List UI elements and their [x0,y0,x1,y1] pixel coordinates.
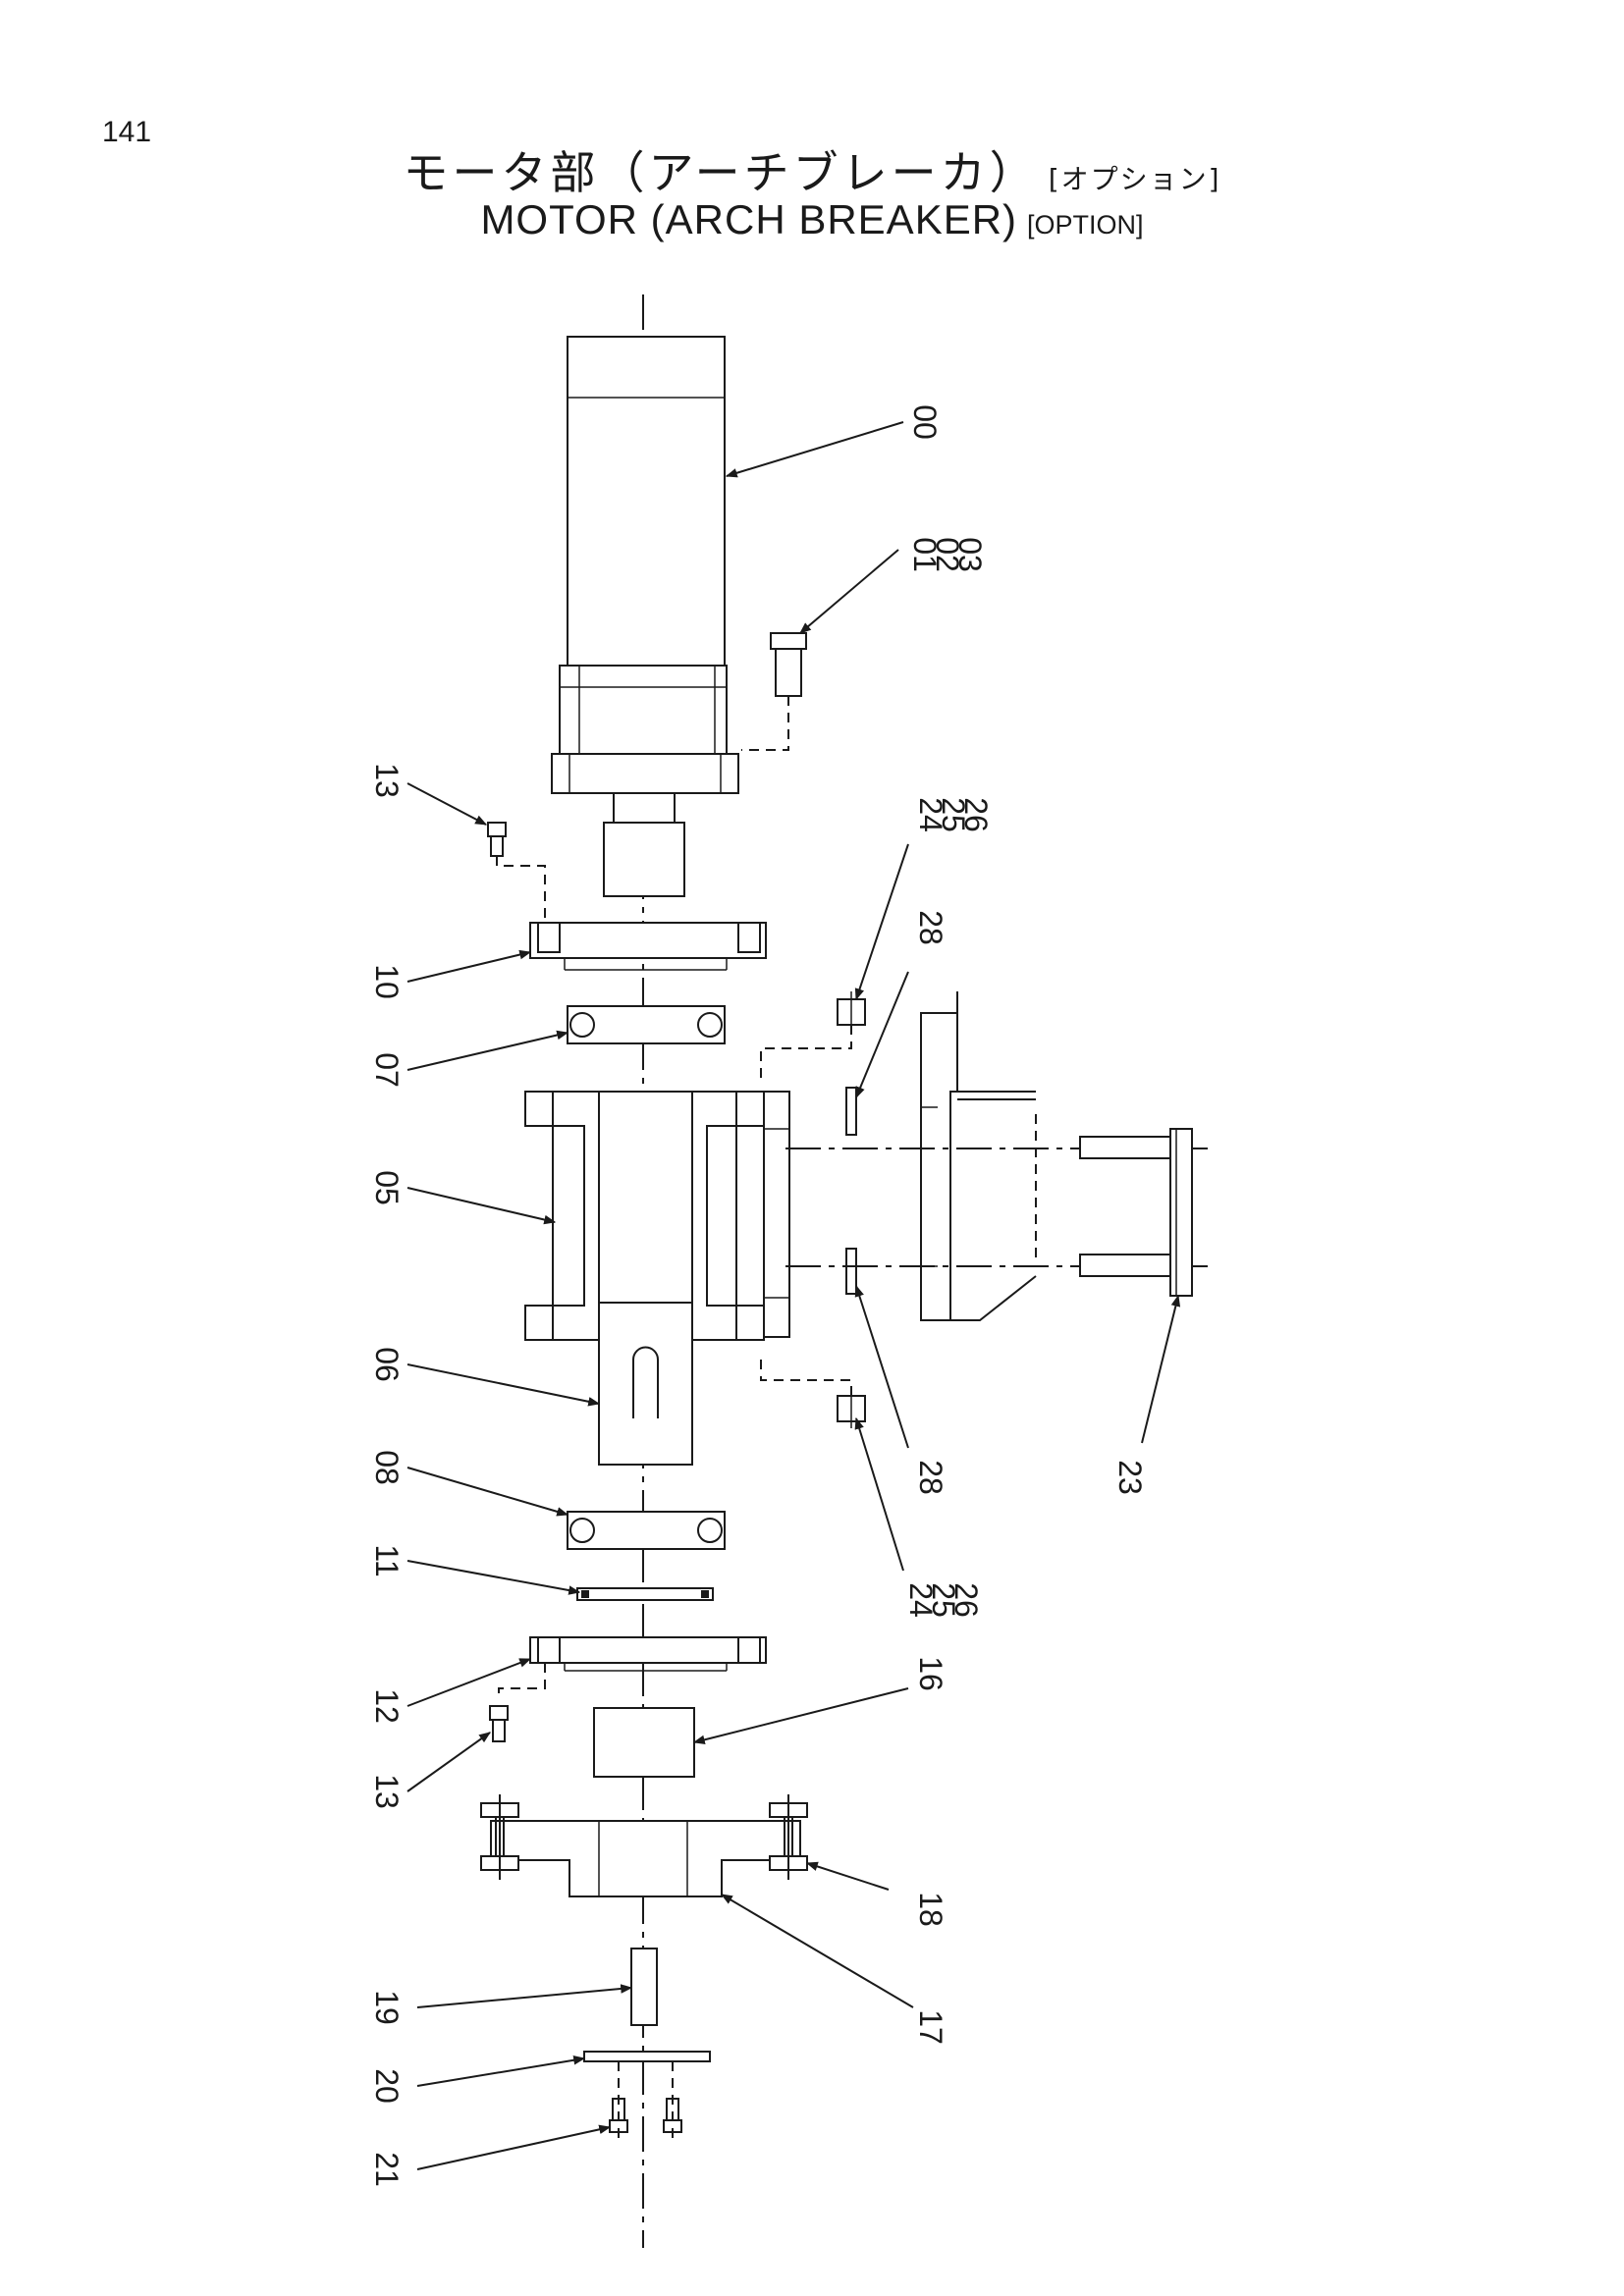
part-label-03: 03 [952,537,988,572]
part-label-20: 20 [369,2068,405,2104]
part-18-fasteners [480,1794,808,1880]
part-label-23: 23 [1112,1460,1148,1495]
part-24-25-26-nut-upper [760,991,866,1078]
part-label-01: 01 [907,537,943,572]
part-label-28-lower: 28 [913,1460,948,1495]
part-label-08: 08 [369,1450,405,1485]
part-label-25-lower: 25 [926,1582,961,1618]
part-label-24-upper: 24 [913,797,948,832]
part-label-26-upper: 26 [958,797,994,832]
part-label-13-lower: 13 [369,1774,405,1809]
part-label-06: 06 [369,1347,405,1382]
part-10-flange [529,922,767,971]
part-01-02-03-bolt [741,632,807,751]
part-label-25-upper: 25 [936,797,971,832]
part-label-00: 00 [907,404,943,440]
part-17-bracket [490,1820,801,1897]
part-label-07: 07 [369,1052,405,1088]
part-13-screw-upper [487,822,546,928]
part-24-25-26-nut-lower [760,1353,866,1428]
part-label-05: 05 [369,1170,405,1205]
part-label-28-upper: 28 [913,910,948,945]
part-07-bearing [567,1005,726,1044]
title-jp-main: モータ部（アーチブレーカ） [403,146,1039,199]
part-13-screw-lower [489,1705,509,1742]
title-japanese: モータ部（アーチブレーカ） [オプション] [0,137,1624,202]
part-21-screws [609,2061,682,2145]
part-12-flange [498,1636,767,1698]
part-19-key [630,1948,658,2026]
part-label-21: 21 [369,2152,405,2187]
part-label-16: 16 [913,1656,948,1691]
part-label-13-upper: 13 [369,763,405,798]
part-28-gasket-lower [845,1248,857,1295]
part-label-12: 12 [369,1688,405,1724]
part-label-19: 19 [369,1990,405,2025]
title-english: MOTOR (ARCH BREAKER) [OPTION] [0,196,1624,243]
part-label-11: 11 [369,1544,405,1576]
leader-lines [406,421,1181,2170]
part-08-bearing [567,1511,726,1550]
page-number: 141 [102,116,152,148]
part-00-motor [551,336,739,897]
part-20-plate [583,2051,711,2062]
title-jp-option: [オプション] [1048,163,1221,195]
part-11-seal [576,1587,714,1601]
part-label-26-lower: 26 [948,1582,984,1618]
part-label-02: 02 [930,537,965,572]
title-en-option: [OPTION] [1027,210,1144,240]
part-06-shaft [598,1302,693,1466]
part-05-housing [524,1091,790,1341]
part-label-24-lower: 24 [903,1582,939,1618]
part-23-bolts [1079,1128,1193,1297]
part-label-10: 10 [369,964,405,999]
title-en-main: MOTOR (ARCH BREAKER) [480,196,1018,242]
part-label-17: 17 [913,2009,948,2045]
mounting-frame [920,991,1037,1321]
part-28-gasket-upper [845,1087,857,1136]
part-16-coupling [593,1707,695,1778]
part-label-18: 18 [913,1892,948,1927]
